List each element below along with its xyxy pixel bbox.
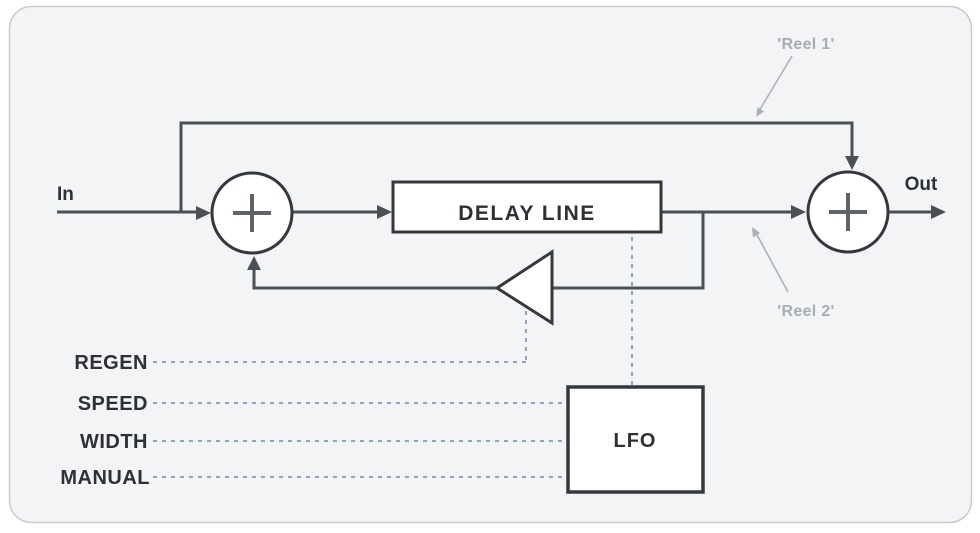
- manual-label: MANUAL: [60, 467, 150, 489]
- reel2-pointer-line: [755, 232, 789, 293]
- lfo-box: [566, 385, 705, 494]
- arrow-into-sum2-left-icon: [791, 205, 806, 219]
- reel1-pointer-arrow-icon: [756, 107, 764, 117]
- delay-line-box: [391, 180, 663, 234]
- arrow-into-sum2-top-icon: [845, 156, 859, 170]
- reel2-pointer-arrow-icon: [752, 227, 760, 238]
- plus-icon: [829, 193, 867, 231]
- feedforward-wire: [179, 121, 854, 212]
- arrow-into-sum1-bottom-icon: [247, 256, 261, 270]
- lfo-block: LFO: [566, 385, 705, 494]
- sum-node-input: [210, 171, 294, 255]
- feedback-amplifier-icon: [494, 249, 554, 326]
- feedback-wire: [252, 212, 705, 290]
- regen-label: REGEN: [74, 352, 148, 374]
- speed-label: SPEED: [78, 393, 148, 415]
- delay-line-block: DELAY LINE: [391, 180, 663, 234]
- reel1-annotation: 'Reel 1': [777, 36, 834, 53]
- reel1-pointer-line: [758, 55, 793, 112]
- output-arrow-icon: [931, 205, 946, 219]
- arrow-into-delay-icon: [377, 205, 392, 219]
- diagram-card-background: [8, 5, 973, 524]
- signal-wires: [57, 121, 933, 290]
- annotation-pointers: [752, 55, 793, 293]
- delay-line-label: DELAY LINE: [458, 202, 596, 225]
- input-label: In: [57, 184, 74, 205]
- lfo-label: LFO: [614, 430, 657, 452]
- reel2-annotation: 'Reel 2': [777, 303, 834, 320]
- width-label: WIDTH: [80, 431, 148, 453]
- plus-icon: [233, 194, 271, 232]
- arrow-into-sum1-icon: [196, 206, 211, 220]
- arrowheads: [196, 156, 946, 270]
- output-label: Out: [905, 174, 938, 195]
- control-connections: [153, 234, 633, 478]
- sum-node-output: [806, 170, 890, 254]
